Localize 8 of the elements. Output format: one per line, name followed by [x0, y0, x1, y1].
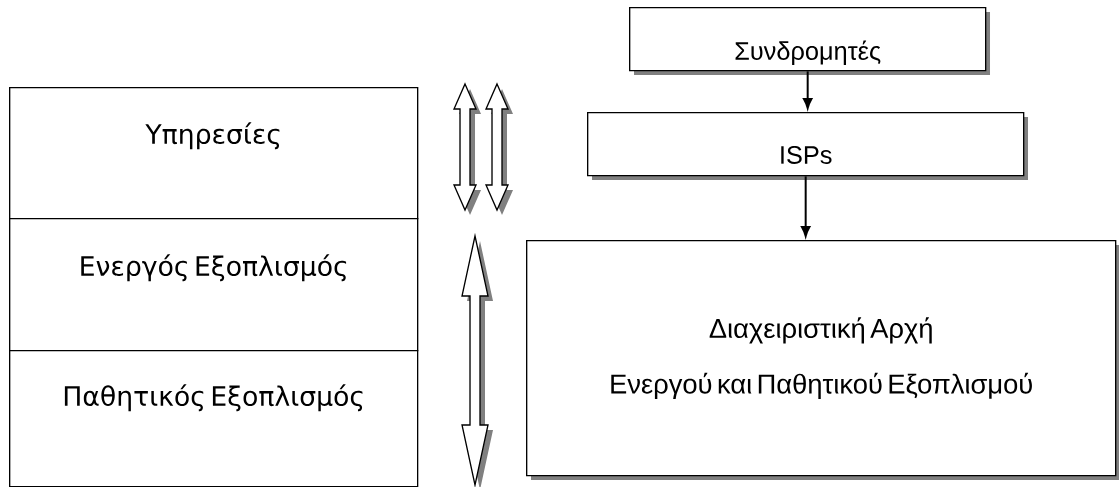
arrow: [800, 175, 811, 238]
process-box: Συνδρομητές: [629, 7, 990, 75]
layer-box: Παθητικός Εξοπλισμός: [9, 350, 419, 487]
layer-box: Υπηρεσίες: [9, 87, 419, 220]
process-box: ISPs: [587, 112, 1028, 180]
arrow: [802, 70, 813, 110]
process-box: Διαχειριστική Αρχή Ενεργού και Παθητικού Εξοπλισμού: [526, 240, 1119, 480]
layer-box: Ενεργός Εξοπλισμός: [9, 218, 419, 352]
